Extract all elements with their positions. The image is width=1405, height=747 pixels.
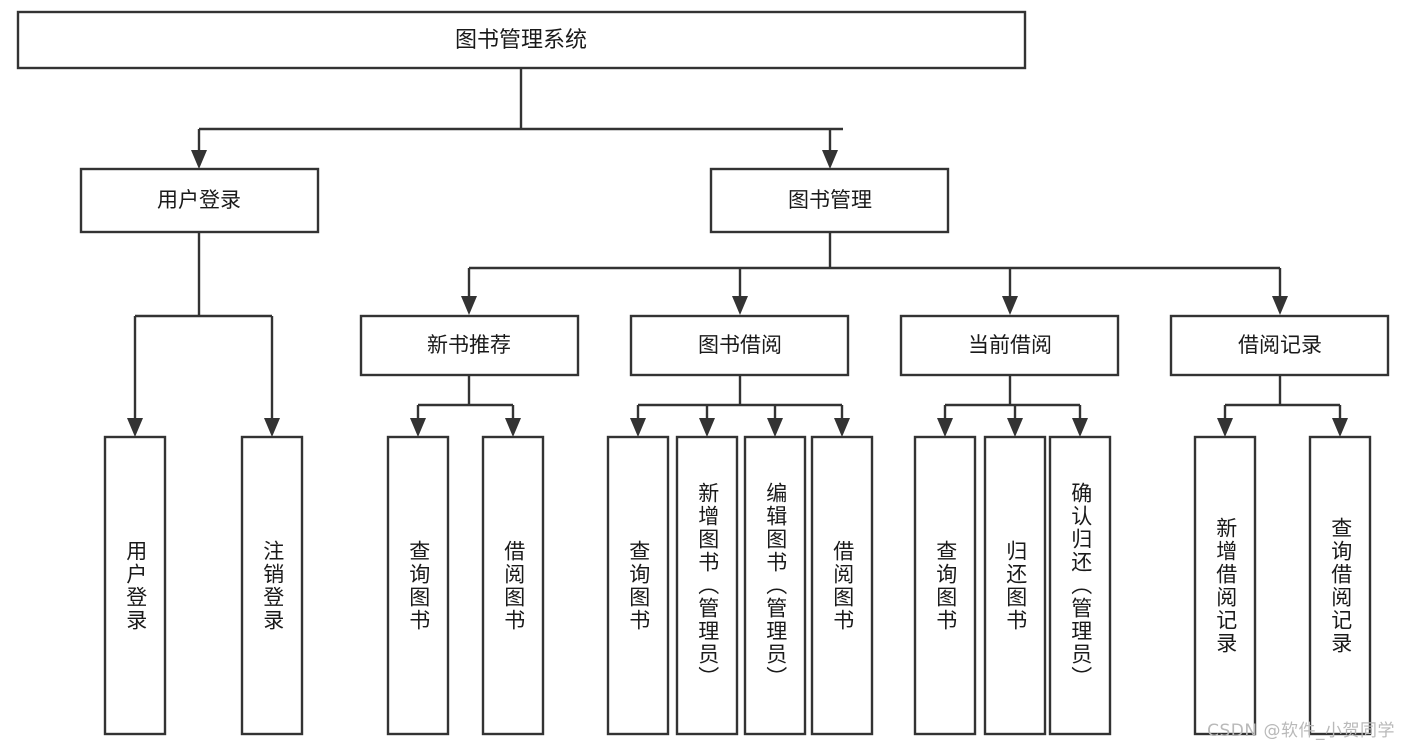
node-box-leaf-return-book[interactable] [983, 435, 1047, 736]
connector-group [127, 68, 1348, 437]
arrow-head-book-manage [822, 150, 838, 169]
node-box-borrow-record[interactable] [1169, 314, 1390, 377]
node-box-leaf-edit-book[interactable] [743, 435, 807, 736]
node-box-current-borrow[interactable] [899, 314, 1120, 377]
node-label-current-borrow: 当前借阅 [968, 333, 1052, 357]
arrow-head-leaf-borrow-book-2 [834, 418, 850, 437]
node-box-leaf-user-logout[interactable] [240, 435, 304, 736]
arrow-head-leaf-edit-book [767, 418, 783, 437]
node-label-root: 图书管理系统 [455, 28, 587, 53]
arrow-head-leaf-query-book-2 [630, 418, 646, 437]
node-box-book-manage[interactable] [709, 167, 950, 234]
arrow-head-leaf-add-book [699, 418, 715, 437]
arrow-head-leaf-user-login [127, 418, 143, 437]
node-box-leaf-borrow-book-2[interactable] [810, 435, 874, 736]
arrow-head-leaf-add-record [1217, 418, 1233, 437]
node-label-new-book-rec: 新书推荐 [427, 333, 511, 357]
arrow-head-new-book-rec [461, 296, 477, 315]
arrow-head-current-borrow [1002, 296, 1018, 315]
arrow-head-leaf-borrow-book-1 [505, 418, 521, 437]
arrow-head-book-borrow [732, 296, 748, 315]
node-box-leaf-query-record[interactable] [1308, 435, 1372, 736]
node-label-book-manage: 图书管理 [788, 188, 872, 212]
node-box-leaf-query-book-2[interactable] [606, 435, 670, 736]
arrow-head-leaf-query-book-1 [410, 418, 426, 437]
node-label-borrow-record: 借阅记录 [1238, 333, 1322, 357]
node-box-new-book-rec[interactable] [359, 314, 580, 377]
node-box-leaf-query-book-3[interactable] [913, 435, 977, 736]
arrow-head-borrow-record [1272, 296, 1288, 315]
node-box-root[interactable] [16, 10, 1027, 70]
node-label-book-borrow: 图书借阅 [698, 333, 782, 357]
node-box-leaf-add-book[interactable] [675, 435, 739, 736]
arrow-head-leaf-query-book-3 [937, 418, 953, 437]
node-box-user-login[interactable] [79, 167, 320, 234]
node-label-user-login: 用户登录 [157, 188, 241, 212]
arrow-head-leaf-return-book [1007, 418, 1023, 437]
node-box-book-borrow[interactable] [629, 314, 850, 377]
node-box-leaf-confirm-return[interactable] [1048, 435, 1112, 736]
node-box-leaf-user-login[interactable] [103, 435, 167, 736]
node-group: 图书管理系统 用户登录 图书管理 新书推荐 图书借阅 当前借阅 借阅记录 [16, 10, 1390, 736]
node-box-leaf-add-record[interactable] [1193, 435, 1257, 736]
arrow-head-user-login [191, 150, 207, 169]
arrow-head-leaf-query-record [1332, 418, 1348, 437]
watermark-text: CSDN @软件_小贺同学 [1207, 721, 1395, 741]
node-box-leaf-borrow-book-1[interactable] [481, 435, 545, 736]
arrow-head-leaf-confirm-return [1072, 418, 1088, 437]
arrow-head-leaf-user-logout [264, 418, 280, 437]
node-box-leaf-query-book-1[interactable] [386, 435, 450, 736]
